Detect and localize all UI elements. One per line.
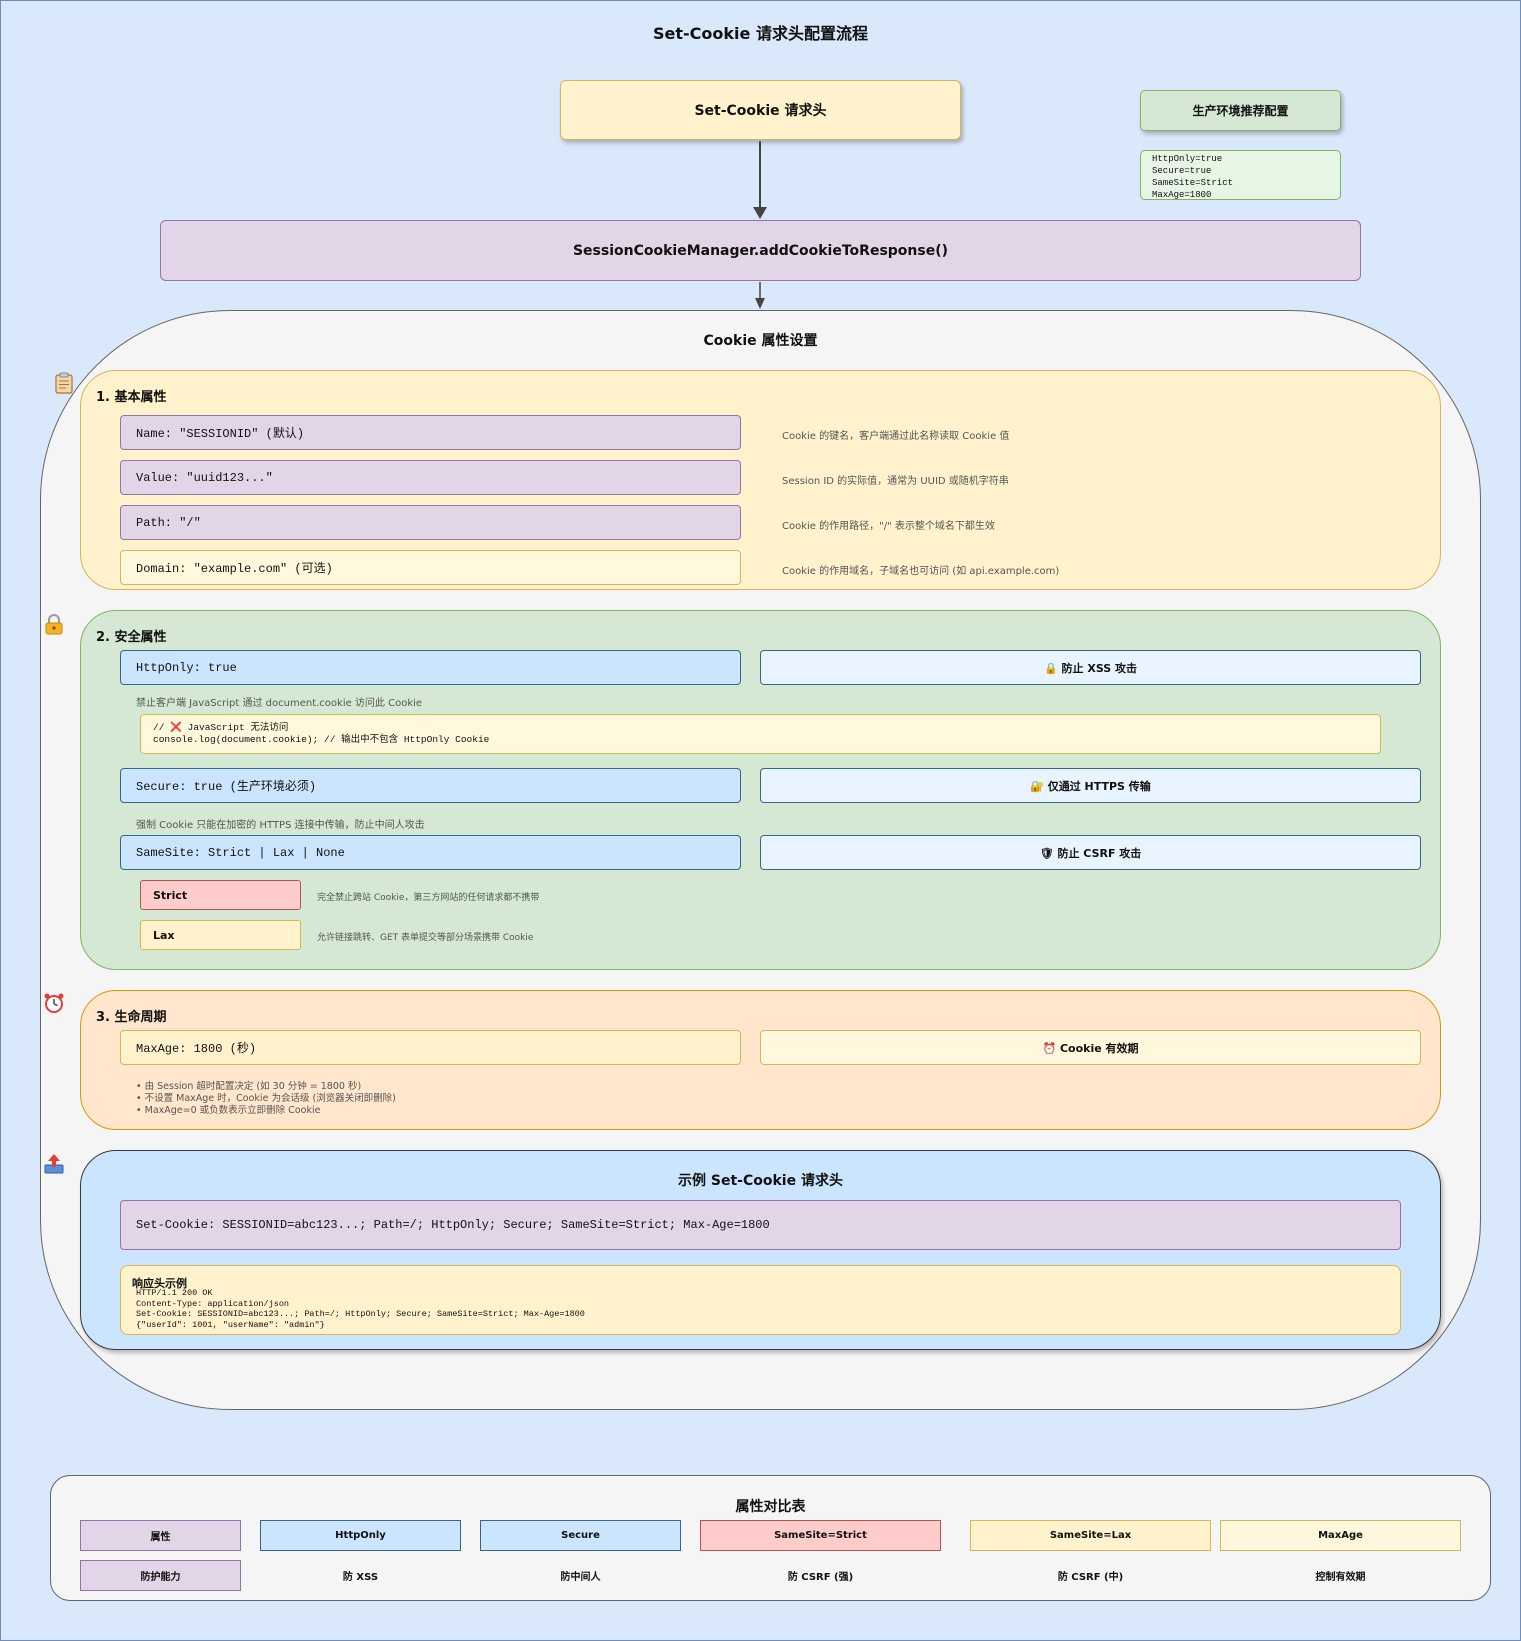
- cmp-header-samesite-strict: SameSite=Strict: [700, 1520, 941, 1551]
- httponly-attribute: HttpOnly: true: [120, 650, 741, 685]
- value-attribute-desc: Session ID 的实际值，通常为 UUID 或随机字符串: [782, 476, 1009, 487]
- basic-attributes-title: 1. 基本属性: [96, 390, 167, 405]
- example-header-line: Set-Cookie: SESSIONID=abc123...; Path=/;…: [120, 1200, 1401, 1250]
- set-cookie-header-box: Set-Cookie 请求头: [560, 80, 961, 140]
- cmp-value-httponly: 防 XSS: [342, 1572, 379, 1583]
- production-config-title: 生产环境推荐配置: [1140, 90, 1341, 131]
- httponly-desc: 禁止客户端 JavaScript 通过 document.cookie 访问此 …: [136, 698, 423, 709]
- cmp-header-httponly: HttpOnly: [260, 1520, 461, 1551]
- response-example-title: 响应头示例: [132, 1277, 187, 1290]
- example-title: 示例 Set-Cookie 请求头: [678, 1173, 843, 1189]
- production-config-code: HttpOnly=true Secure=true SameSite=Stric…: [1140, 150, 1341, 200]
- cmp-header-samesite-lax: SameSite=Lax: [970, 1520, 1211, 1551]
- samesite-strict-desc: 完全禁止跨站 Cookie，第三方网站的任何请求都不携带: [317, 893, 540, 903]
- cmp-value-samesite-strict: 防 CSRF (强): [787, 1572, 854, 1583]
- samesite-lax-box: Lax: [140, 920, 301, 950]
- response-example-box: [120, 1265, 1401, 1335]
- cmp-header-secure: Secure: [480, 1520, 681, 1551]
- cookie-expiry-badge: ⏰ Cookie 有效期: [760, 1030, 1421, 1065]
- clipboard-icon: [55, 372, 73, 394]
- flow-arrows: [753, 141, 767, 309]
- production-config-title-label: 生产环境推荐配置: [1192, 104, 1289, 118]
- cmp-row-protection: 防护能力: [80, 1560, 241, 1591]
- response-example-code: HTTP/1.1 200 OK Content-Type: applicatio…: [136, 1288, 585, 1330]
- prevent-xss-badge: 🔒 防止 XSS 攻击: [760, 650, 1421, 685]
- cmp-header-maxage: MaxAge: [1220, 1520, 1461, 1551]
- maxage-attribute: MaxAge: 1800 (秒): [120, 1030, 741, 1065]
- samesite-strict-box: Strict: [140, 880, 301, 910]
- lifecycle-title: 3. 生命周期: [96, 1010, 167, 1025]
- cmp-value-secure: 防中间人: [560, 1572, 601, 1583]
- name-attribute: Name: "SESSIONID" (默认): [120, 415, 741, 450]
- security-attributes-title: 2. 安全属性: [96, 630, 167, 645]
- prevent-csrf-badge: 🛡 防止 CSRF 攻击: [760, 835, 1421, 870]
- httponly-code-example: // ❌ JavaScript 无法访问 console.log(documen…: [140, 714, 1381, 754]
- comparison-table-title: 属性对比表: [735, 1499, 806, 1515]
- cmp-value-samesite-lax: 防 CSRF (中): [1057, 1572, 1124, 1583]
- alarm-clock-icon: [44, 993, 64, 1013]
- outbox-tray-icon: [44, 1154, 64, 1174]
- cookie-settings-title: Cookie 属性设置: [703, 333, 818, 349]
- https-only-badge: 🔐 仅通过 HTTPS 传输: [760, 768, 1421, 803]
- lifecycle-notes: • 由 Session 超时配置决定 (如 30 分钟 = 1800 秒) • …: [136, 1081, 396, 1116]
- domain-attribute: Domain: "example.com" (可选): [120, 550, 741, 585]
- arrow-head-1: [753, 207, 767, 219]
- page-title: Set-Cookie 请求头配置流程: [653, 24, 868, 43]
- session-cookie-manager-label: SessionCookieManager.addCookieToResponse…: [572, 242, 949, 259]
- samesite-lax-desc: 允许链接跳转、GET 表单提交等部分场景携带 Cookie: [317, 933, 534, 943]
- domain-attribute-desc: Cookie 的作用域名，子域名也可访问 (如 api.example.com): [782, 566, 1060, 577]
- path-attribute: Path: "/": [120, 505, 741, 540]
- name-attribute-desc: Cookie 的键名，客户端通过此名称读取 Cookie 值: [782, 431, 1010, 442]
- samesite-attribute: SameSite: Strict | Lax | None: [120, 835, 741, 870]
- secure-desc: 强制 Cookie 只能在加密的 HTTPS 连接中传输，防止中间人攻击: [136, 820, 425, 831]
- value-attribute: Value: "uuid123...": [120, 460, 741, 495]
- lock-icon: [45, 614, 63, 635]
- cmp-header-attribute: 属性: [80, 1520, 241, 1551]
- cmp-value-maxage: 控制有效期: [1315, 1572, 1366, 1583]
- set-cookie-header-label: Set-Cookie 请求头: [694, 103, 827, 119]
- session-cookie-manager-box: SessionCookieManager.addCookieToResponse…: [160, 220, 1361, 281]
- secure-attribute: Secure: true (生产环境必须): [120, 768, 741, 803]
- path-attribute-desc: Cookie 的作用路径，"/" 表示整个域名下都生效: [782, 521, 995, 532]
- arrow-head-2: [755, 298, 765, 309]
